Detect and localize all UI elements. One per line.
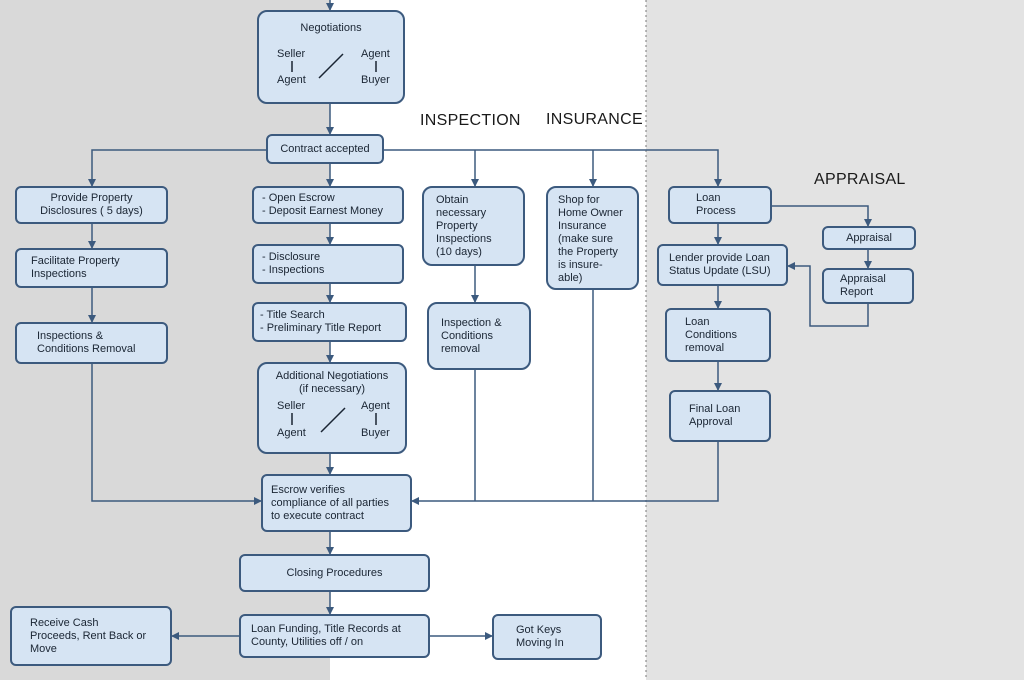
- node-appraisal-report: Appraisal Report: [822, 268, 914, 304]
- node-negotiations: Negotiations Seller Agent Agent Buyer: [257, 10, 405, 104]
- node-additional-negotiations: Additional Negotiations (if necessary) S…: [257, 362, 407, 454]
- negotiations-agent-right: Agent: [361, 48, 390, 60]
- escrow-verifies-label: Escrow verifies compliance of all partie…: [271, 483, 390, 522]
- facilitate-inspections-label: Facilitate Property Inspections: [31, 255, 120, 280]
- arrow-removal-escrow: [91, 364, 262, 505]
- additional-agent-left: Agent: [277, 427, 306, 439]
- arrow-loan-appraisal: [772, 205, 872, 227]
- disclosure-inspections-label: - Disclosure - Inspections: [262, 251, 325, 276]
- node-loan-process: Loan Process: [668, 186, 772, 224]
- section-insurance: INSURANCE: [546, 111, 643, 128]
- node-shop-insurance: Shop for Home Owner Insurance (make sure…: [546, 186, 639, 290]
- negotiations-buyer: Buyer: [361, 74, 390, 86]
- shop-insurance-label: Shop for Home Owner Insurance (make sure…: [558, 194, 623, 284]
- contract-bus: [88, 149, 268, 187]
- node-loan-funding: Loan Funding, Title Records at County, U…: [239, 614, 430, 658]
- negotiations-agent-left: Agent: [277, 74, 306, 86]
- final-loan-label: Final Loan Approval: [689, 403, 741, 428]
- node-final-loan: Final Loan Approval: [669, 390, 771, 442]
- title-search-label: - Title Search - Preliminary Title Repor…: [260, 309, 382, 334]
- appraisal-label: Appraisal: [846, 231, 892, 244]
- negotiations-title: Negotiations: [300, 22, 362, 34]
- node-contract-accepted: Contract accepted: [266, 134, 384, 164]
- additional-negotiations-title: Additional Negotiations (if necessary): [275, 370, 389, 395]
- provide-disclosures-label: Provide Property Disclosures ( 5 days): [40, 192, 143, 217]
- node-title-search: - Title Search - Preliminary Title Repor…: [252, 302, 407, 342]
- inspection-removal-mid-label: Inspection & Conditions removal: [441, 316, 502, 355]
- additional-seller: Seller: [277, 400, 306, 412]
- node-open-escrow: - Open Escrow - Deposit Earnest Money: [252, 186, 404, 224]
- additional-connector-glyphs: [291, 407, 377, 433]
- got-keys-label: Got Keys Moving In: [516, 624, 564, 649]
- negotiations-seller: Seller: [277, 48, 306, 60]
- section-appraisal: APPRAISAL: [814, 171, 906, 188]
- arrow-final-escrow: [411, 442, 719, 505]
- appraisal-report-label: Appraisal Report: [840, 273, 886, 298]
- node-closing-procedures: Closing Procedures: [239, 554, 430, 592]
- obtain-inspections-label: Obtain necessary Property Inspections (1…: [436, 194, 492, 258]
- section-inspection: INSPECTION: [420, 112, 521, 129]
- node-obtain-inspections: Obtain necessary Property Inspections (1…: [422, 186, 525, 266]
- open-escrow-label: - Open Escrow - Deposit Earnest Money: [262, 192, 384, 217]
- node-receive-cash: Receive Cash Proceeds, Rent Back or Move: [10, 606, 172, 666]
- receive-cash-label: Receive Cash Proceeds, Rent Back or Move: [30, 616, 147, 655]
- additional-buyer: Buyer: [361, 427, 390, 439]
- contract-accepted-label: Contract accepted: [280, 142, 370, 155]
- node-got-keys: Got Keys Moving In: [492, 614, 602, 660]
- loan-conditions-label: Loan Conditions removal: [685, 315, 737, 354]
- loan-process-label: Loan Process: [696, 192, 736, 217]
- node-provide-disclosures: Provide Property Disclosures ( 5 days): [15, 186, 168, 224]
- node-escrow-verifies: Escrow verifies compliance of all partie…: [261, 474, 412, 532]
- node-appraisal: Appraisal: [822, 226, 916, 250]
- node-facilitate-inspections: Facilitate Property Inspections: [15, 248, 168, 288]
- negotiations-connector-glyphs: [291, 53, 377, 79]
- node-lender-lsu: Lender provide Loan Status Update (LSU): [657, 244, 788, 286]
- node-inspection-removal-mid: Inspection & Conditions removal: [427, 302, 531, 370]
- loan-funding-label: Loan Funding, Title Records at County, U…: [251, 623, 401, 648]
- node-inspections-removal-left: Inspections & Conditions Removal: [15, 322, 168, 364]
- node-disclosure-inspections: - Disclosure - Inspections: [252, 244, 404, 284]
- node-loan-conditions: Loan Conditions removal: [665, 308, 771, 362]
- inspections-removal-left-label: Inspections & Conditions Removal: [37, 330, 136, 355]
- closing-procedures-label: Closing Procedures: [286, 566, 383, 579]
- arrow-report-lender: [787, 262, 869, 327]
- additional-agent-right: Agent: [361, 400, 390, 412]
- lender-lsu-label: Lender provide Loan Status Update (LSU): [669, 252, 771, 277]
- contract-bus-right: [384, 149, 722, 187]
